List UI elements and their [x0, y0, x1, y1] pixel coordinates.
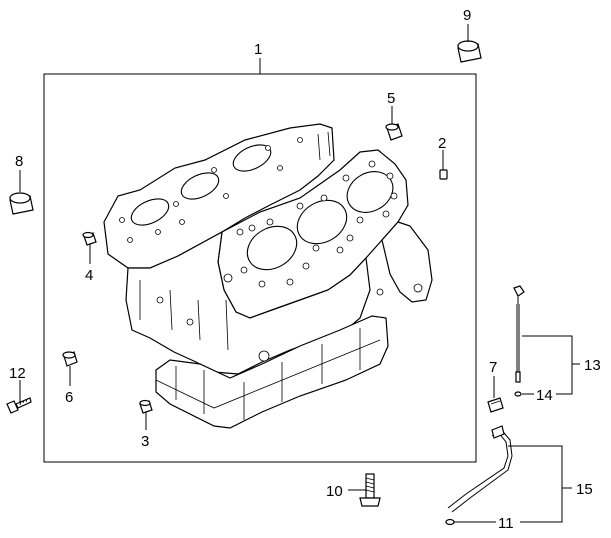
callout-14: 14 [536, 387, 553, 404]
callout-10: 10 [326, 483, 343, 500]
callout-labels: 1 2 3 4 5 6 7 8 9 10 11 12 13 14 15 [9, 7, 601, 532]
part-13-oil-level-gauge [513, 285, 525, 383]
callout-1: 1 [254, 41, 262, 58]
part-8-expansion-plug [9, 192, 34, 215]
callout-13: 13 [584, 357, 601, 374]
callout-4: 4 [85, 267, 93, 284]
part-2-dowel-pin [439, 169, 448, 180]
part-15-gauge-guide [447, 425, 513, 513]
part-5-plug [385, 123, 403, 141]
callout-9: 9 [463, 7, 471, 24]
callout-5: 5 [387, 90, 395, 107]
part-7-clamp [487, 397, 504, 413]
callout-15: 15 [576, 481, 593, 498]
part-11-o-ring [445, 518, 455, 526]
part-6-plug [62, 351, 78, 367]
part-12-bolt [6, 397, 32, 414]
callout-7: 7 [489, 359, 497, 376]
callout-8: 8 [15, 153, 23, 170]
part-10-bolt [359, 473, 381, 507]
part-3-plug [139, 399, 153, 414]
leader-lines [19, 24, 580, 523]
part-14-o-ring [514, 391, 522, 397]
callout-2: 2 [438, 135, 446, 152]
part-4-plug [82, 231, 97, 246]
part-9-expansion-plug [457, 40, 482, 63]
callout-11: 11 [498, 515, 514, 532]
left-deck-holes [119, 137, 303, 243]
callout-6: 6 [65, 389, 73, 406]
deck-holes [236, 160, 398, 288]
callout-12: 12 [9, 365, 26, 382]
cylinder-block-illustration [103, 123, 433, 429]
callout-3: 3 [141, 433, 149, 450]
